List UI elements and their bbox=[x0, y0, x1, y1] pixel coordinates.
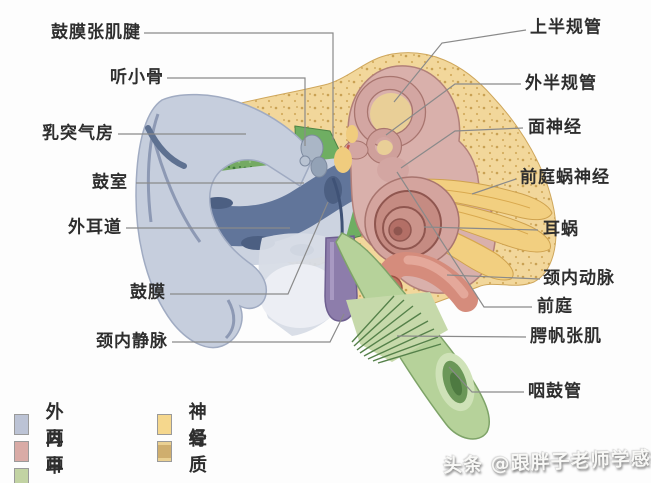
nerve-near-ossicles bbox=[334, 147, 352, 173]
legend-swatch-middle-ear bbox=[14, 467, 29, 483]
legend-item-nerve: 神经 bbox=[157, 398, 214, 450]
label-mastoid-air-cells: 乳突气房 bbox=[42, 123, 114, 144]
lateral-semicircular-canal-shape bbox=[367, 129, 401, 163]
cochlea-core bbox=[393, 226, 403, 236]
vestibule-shape bbox=[377, 157, 409, 183]
legend-item-inner-ear: 内耳 bbox=[14, 425, 71, 477]
eustachian-tube-lumen bbox=[449, 372, 463, 396]
label-internal-carotid-artery: 颈内动脉 bbox=[543, 268, 615, 289]
label-internal-jugular-vein: 颈内静脉 bbox=[96, 331, 168, 352]
superior-canal-hole bbox=[370, 93, 412, 135]
label-tensor-veli-palatini: 腭帆张肌 bbox=[530, 326, 602, 347]
legend-swatch-outer-ear bbox=[14, 413, 29, 435]
label-vestibulocochlear-nerve: 前庭蜗神经 bbox=[520, 167, 610, 188]
label-superior-semicircular-canal: 上半规管 bbox=[530, 17, 602, 38]
leader-lines bbox=[118, 29, 541, 393]
legend-label-nerve: 神经 bbox=[188, 402, 208, 449]
ossicle-stapes-shape bbox=[299, 155, 311, 167]
legend-item-bone: 骨质 bbox=[157, 425, 214, 477]
superior-semicircular-canal-shape bbox=[354, 76, 426, 148]
label-tympanic-cavity: 鼓室 bbox=[92, 172, 128, 193]
ossicle-incus-shape bbox=[310, 156, 328, 178]
legend-swatch-bone bbox=[157, 440, 172, 462]
label-facial-nerve: 面神经 bbox=[528, 117, 582, 138]
label-vestibule: 前庭 bbox=[537, 296, 573, 317]
ossicle-malleus-shape bbox=[300, 134, 324, 162]
helix-crus-streak bbox=[145, 125, 187, 169]
nerve-near-ossicles bbox=[346, 125, 358, 143]
tensor-veli-palatini-shape bbox=[346, 292, 448, 362]
label-eustachian-tube: 咽鼓管 bbox=[528, 381, 582, 402]
lateral-canal-hole bbox=[377, 140, 393, 156]
label-ossicles: 听小骨 bbox=[110, 67, 164, 88]
lobe-curl-line bbox=[224, 299, 236, 340]
legend-label-outer-ear: 外耳 bbox=[45, 402, 65, 449]
legend-item-middle-ear: 中耳 bbox=[14, 452, 71, 483]
label-tensor-tympani-tendon: 鼓膜张肌腱 bbox=[51, 22, 141, 43]
label-lateral-semicircular-canal: 外半规管 bbox=[525, 73, 597, 94]
legend-item-outer-ear: 外耳 bbox=[14, 398, 71, 450]
legend-label-inner-ear: 内耳 bbox=[45, 429, 65, 476]
label-tympanic-membrane: 鼓膜 bbox=[130, 282, 166, 303]
tensor-veli-palatini-strands bbox=[351, 295, 442, 364]
carotid-artery-highlight bbox=[403, 255, 469, 299]
legend-label-middle-ear: 中耳 bbox=[45, 456, 65, 483]
label-cochlea: 耳蜗 bbox=[543, 219, 579, 240]
legend-label-bone: 骨质 bbox=[189, 429, 208, 476]
legend-swatch-bone-inner bbox=[158, 444, 171, 458]
soft-tissue-highlight bbox=[260, 264, 340, 328]
legend-swatch-inner-ear bbox=[14, 440, 29, 462]
legend-swatch-nerve bbox=[157, 413, 172, 435]
label-external-auditory-canal: 外耳道 bbox=[68, 217, 122, 238]
